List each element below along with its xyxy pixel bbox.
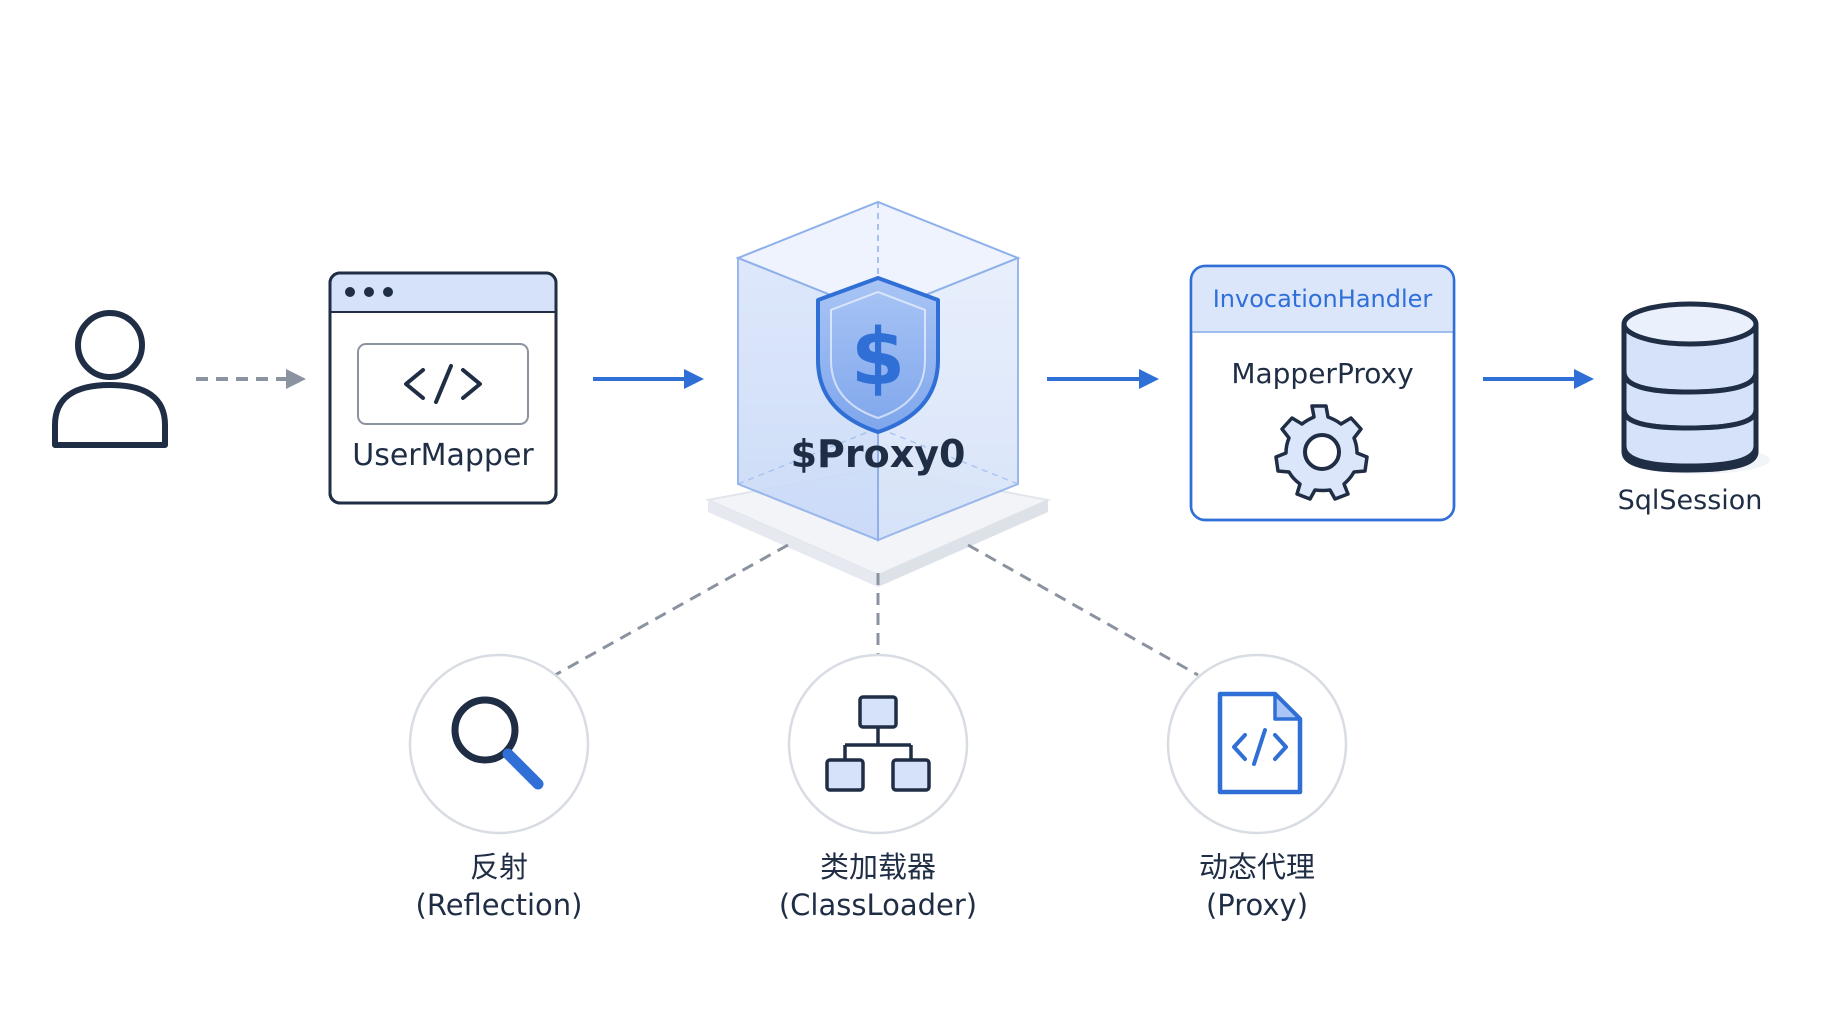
connector-proxy-to-dynamicproxy [967,543,1199,677]
window-dot-icon [345,287,355,297]
magnifier-icon [451,696,544,790]
reflection-label-zh: 反射 [469,850,528,884]
shield-icon: $ [816,276,940,434]
usermapper-window [328,271,558,505]
sqlsession-label: SqlSession [1617,485,1763,516]
proxy-cube [704,200,1052,587]
code-brackets-icon [404,364,482,404]
window-dot-icon [383,287,393,297]
mapperproxy-label: MapperProxy [1231,357,1414,390]
dynamicproxy-label-zh: 动态代理 [1198,850,1315,884]
classloader-label: 类加载器 (ClassLoader) [758,848,998,924]
invocation-handler-card [1189,264,1456,522]
database-icon [1621,301,1770,474]
gear-icon [1274,404,1369,501]
connector-proxy-to-reflection [554,543,789,677]
reflection-label-en: (Reflection) [415,888,583,922]
classloader-label-zh: 类加载器 [819,850,936,884]
dynamicproxy-label-en: (Proxy) [1205,888,1309,922]
code-file-icon [1217,691,1303,795]
reflection-label: 反射 (Reflection) [379,848,619,924]
hierarchy-icon [825,695,931,792]
window-dot-icon [364,287,374,297]
dynamicproxy-label: 动态代理 (Proxy) [1137,848,1377,924]
dollar-symbol: $ [851,313,905,403]
user-icon [52,310,168,448]
proxy-label: $Proxy0 [790,432,966,476]
invocation-handler-header: InvocationHandler [1212,285,1433,313]
usermapper-label: UserMapper [352,438,534,473]
classloader-label-en: (ClassLoader) [778,888,978,922]
